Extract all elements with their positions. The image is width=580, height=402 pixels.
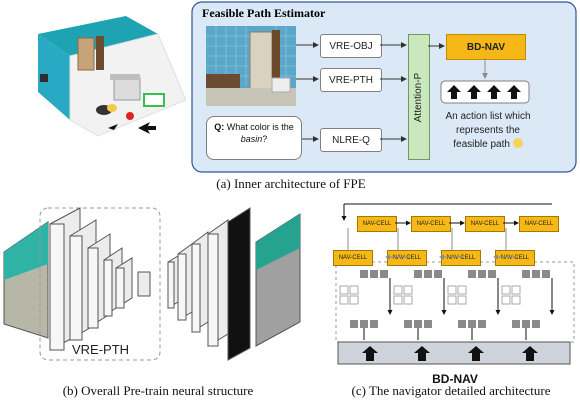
nav-cell-label: NAV-CELL (362, 221, 392, 227)
vre-obj-label: VRE-OBJ (329, 40, 373, 52)
room-door (77, 37, 95, 71)
scene-photo (206, 26, 296, 106)
nav-cell-label: NAV-CELL (524, 221, 554, 227)
up-arrow-icon (414, 346, 430, 361)
caption-a: (a) Inner architecture of FPE (216, 176, 366, 191)
question-prefix: Q: (214, 122, 225, 132)
vre-pth-group (39, 207, 161, 361)
pretrain-diagram (3, 207, 301, 361)
up-arrow-icon (467, 85, 481, 99)
nlre-q-box: NLRE-Q (320, 128, 382, 152)
bd-nav-box: BD-NAV (446, 34, 526, 60)
vre-pth-label: VRE-PTH (329, 74, 373, 86)
up-arrow-icon (468, 346, 484, 361)
up-arrow-icon (507, 85, 521, 99)
question-text-1: What color is the (224, 122, 294, 132)
vre-obj-box: VRE-OBJ (320, 34, 382, 58)
bd-nav-label: BD-NAV (466, 41, 506, 53)
fpe-connectors (296, 42, 488, 142)
nav-cell-label: NAV-CELL (416, 221, 446, 227)
vre-pth-caption: VRE-PTH (72, 342, 130, 357)
vre-pth-box: VRE-PTH (320, 68, 382, 92)
nav-cell: NAV-CELL (441, 250, 481, 266)
navigator-diagram (335, 203, 575, 365)
caption-c: (c) The navigator detailed architecture (351, 383, 551, 398)
question-keyword: basin (240, 134, 263, 144)
nav-cell-label: NAV-CELL (392, 255, 422, 261)
up-arrow-icon (447, 85, 461, 99)
nav-cell-label: NAV-CELL (338, 255, 368, 261)
question-text-2: ? (262, 134, 268, 144)
action-note-line-1: An action list which (445, 111, 531, 122)
up-arrow-icon (487, 85, 501, 99)
caption-b: (b) Overall Pre-train neural structure (62, 383, 254, 398)
nlre-q-label: NLRE-Q (332, 134, 370, 146)
nav-cell-label: NAV-CELL (446, 255, 476, 261)
nav-cell: NAV-CELL (495, 250, 535, 266)
action-note: An action list which represents the feas… (430, 110, 546, 152)
fpe-title: Feasible Path Estimator (202, 6, 326, 20)
nav-cell: NAV-CELL (465, 216, 505, 232)
nav-cell-label: NAV-CELL (500, 255, 530, 261)
nav-cell: NAV-CELL (519, 216, 559, 232)
attention-box: Attention-P (408, 34, 430, 160)
nav-cell: NAV-CELL (411, 216, 451, 232)
action-note-line-3: feasible path (453, 139, 510, 150)
bd-nav-bottom-label: BD-NAV (432, 372, 478, 386)
up-arrow-icon (522, 346, 538, 361)
nav-cell: NAV-CELL (357, 216, 397, 232)
action-note-line-2: represents the (456, 125, 520, 136)
nav-cell-label: NAV-CELL (470, 221, 500, 227)
up-arrow-icon (362, 346, 378, 361)
nav-cell-links (385, 220, 519, 260)
nav-cell: NAV-CELL (333, 250, 373, 266)
bd-nav-bottom-bar (337, 341, 571, 365)
question-box: Q: What color is the basin? (206, 116, 302, 160)
smile-icon (512, 138, 523, 148)
room-scene-illustration (38, 16, 187, 137)
action-arrow-strip (440, 80, 530, 104)
room-left-wall (38, 34, 70, 120)
